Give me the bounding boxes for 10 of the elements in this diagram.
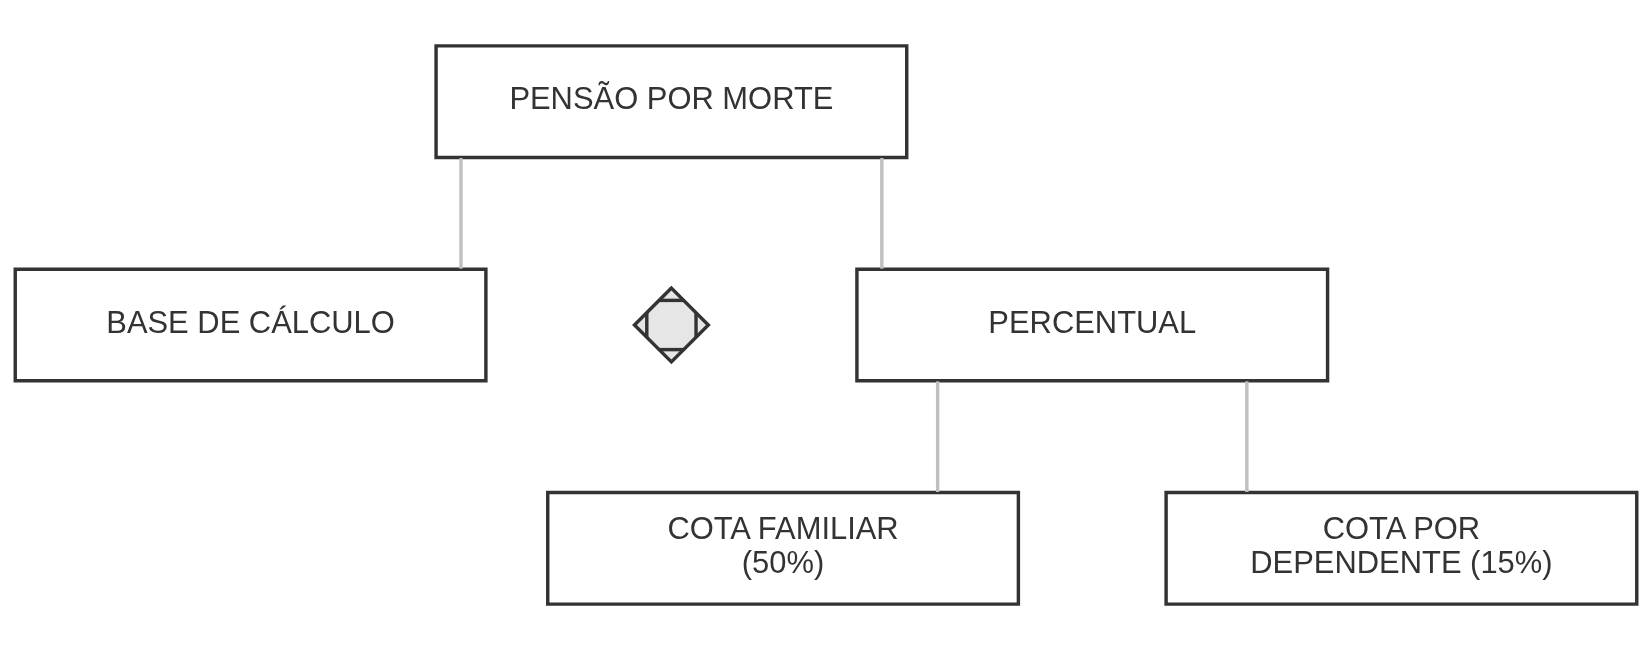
connector: [1245, 380, 1249, 492]
connector: [880, 157, 884, 269]
node-box: COTA FAMILIAR (50%): [546, 490, 1021, 606]
connector: [935, 380, 940, 492]
connector: [459, 157, 463, 269]
node-box: BASE DE CÁLCULO: [13, 266, 488, 383]
node-cross: [632, 285, 711, 364]
node-box: PERCENTUAL: [855, 266, 1330, 383]
node-box: PENSÃO POR MORTE: [434, 43, 909, 159]
node-box: COTA POR DEPENDENTE (15%): [1164, 490, 1639, 606]
